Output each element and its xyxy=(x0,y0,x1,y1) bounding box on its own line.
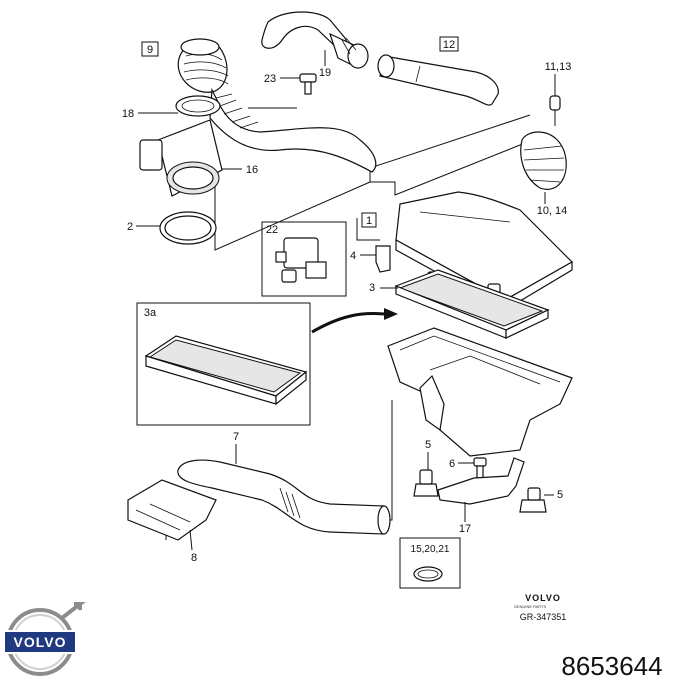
drawing-reference: GR-347351 xyxy=(520,612,567,622)
callout-15-20-21: 15,20,21 xyxy=(411,544,450,555)
part-19-upper-hose xyxy=(261,11,369,69)
logo-wordmark: VOLVO xyxy=(14,634,67,650)
callout-1: 1 xyxy=(366,215,372,227)
callout-3a: 3a xyxy=(144,307,157,319)
part-16-duct-hose xyxy=(209,87,377,173)
callout-8: 8 xyxy=(191,552,197,564)
part-10-14-hose-coupling xyxy=(520,131,567,190)
part-12-intake-pipe xyxy=(377,54,499,106)
callouts: 9 23 19 12 11,13 18 16 2 10, 14 1 22 4 3… xyxy=(122,36,572,564)
brand-name: VOLVO xyxy=(525,593,561,603)
callout-11-13: 11,13 xyxy=(545,61,572,73)
callout-2: 2 xyxy=(127,221,133,233)
callout-5-right: 5 xyxy=(557,489,563,501)
callout-17: 17 xyxy=(459,523,471,535)
part-17-bracket xyxy=(437,457,525,505)
part-15-20-21-clamp xyxy=(399,537,461,589)
callout-18: 18 xyxy=(122,108,134,120)
callout-5-left: 5 xyxy=(425,439,431,451)
callout-19: 19 xyxy=(319,67,331,79)
part-number: 8653644 xyxy=(561,651,662,681)
callout-7: 7 xyxy=(233,431,239,443)
brand-block: VOLVO GENUINE PARTS GR-347351 xyxy=(514,593,566,622)
part-5-mount-left xyxy=(413,469,439,497)
part-18-clamp xyxy=(175,95,221,117)
part-16-maf-housing xyxy=(139,119,223,197)
part-6-bolt xyxy=(473,457,487,479)
part-9-bellows xyxy=(177,38,229,93)
callout-4: 4 xyxy=(350,250,356,262)
callout-12: 12 xyxy=(443,39,455,51)
part-4-bracket xyxy=(375,245,391,273)
part-11-13-sensor xyxy=(549,95,561,126)
callout-16: 16 xyxy=(246,164,258,176)
callout-9: 9 xyxy=(147,44,153,56)
callout-3: 3 xyxy=(369,282,375,294)
part-23-screw xyxy=(299,73,317,95)
callout-23: 23 xyxy=(264,73,276,85)
part-lower-housing xyxy=(387,327,573,457)
part-3a-filter-detail xyxy=(136,302,398,426)
part-8-inlet-snorkel xyxy=(127,479,217,541)
volvo-logo: VOLVO xyxy=(3,602,86,676)
part-22-solenoid-valve xyxy=(261,221,347,297)
callout-10-14: 10, 14 xyxy=(537,205,568,217)
part-5-mount-right xyxy=(519,487,547,513)
callout-22: 22 xyxy=(266,224,278,236)
part-7-intake-duct xyxy=(177,459,391,535)
part-2-seal-ring xyxy=(159,211,217,245)
part-3-filter-element xyxy=(394,269,550,339)
callout-6: 6 xyxy=(449,458,455,470)
brand-tagline: GENUINE PARTS xyxy=(514,604,547,609)
